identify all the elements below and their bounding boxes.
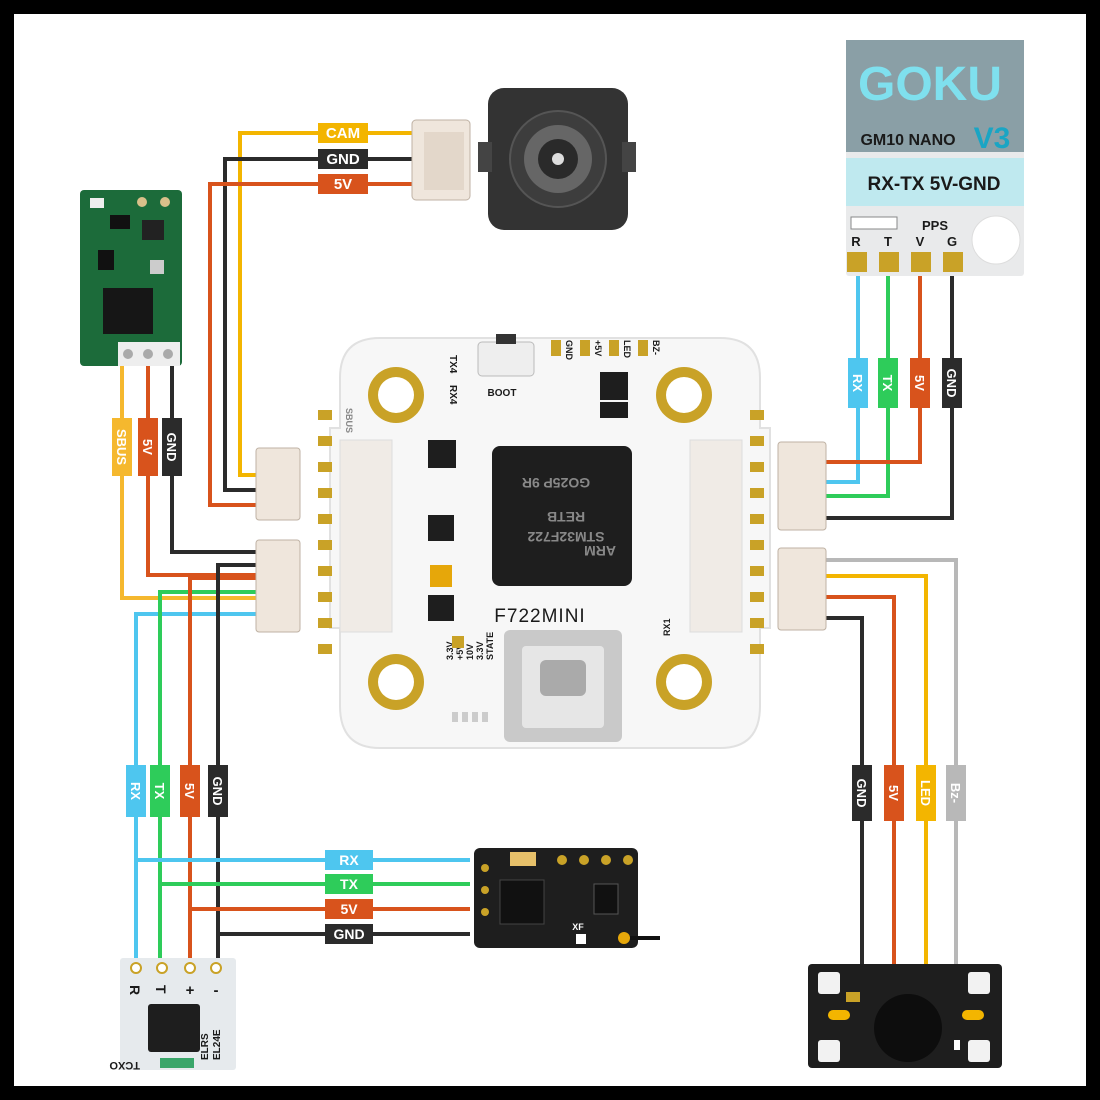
pad-led: LED	[622, 340, 632, 359]
rx-xf-label: XF	[572, 922, 584, 932]
elrs-pin-minus: -	[214, 982, 219, 999]
gps-pin-r: R	[851, 234, 861, 249]
gps-brand: GOKU	[858, 58, 1002, 111]
gps-5v-wire	[826, 272, 922, 464]
elrs-chip-2: EL24E	[212, 1029, 223, 1060]
cam-label: CAM	[326, 125, 360, 142]
flight-controller: ARM STM32F722 RETB GO25P 9R BOOT TX4 RX4…	[318, 334, 771, 749]
elrs-chip-1: ELRS	[200, 1033, 211, 1060]
mcu-line-2: STM32F722	[527, 529, 604, 545]
camera-module	[478, 88, 636, 230]
buzzer-wires	[826, 558, 958, 985]
buzzer-bz-wire	[826, 558, 958, 985]
pad-gnd: GND	[564, 340, 574, 361]
right-rx-horizontal-wires	[136, 858, 470, 936]
pwr-33v-b: 3.3V	[475, 641, 485, 660]
pad-5v: +5V	[593, 340, 603, 356]
elrs-wire-labels: RX TX 5V GND	[126, 765, 228, 817]
rx-5v-label: 5V	[140, 439, 155, 455]
buzzer-led-label: LED	[918, 780, 933, 806]
rx-module-right: XF	[474, 848, 660, 948]
buzzer-bz-label: Bz-	[948, 783, 963, 803]
buzzer-wire-labels: GND 5V LED Bz-	[852, 765, 966, 821]
rx4-label: RX4	[447, 385, 458, 405]
buzzer-5v-label: 5V	[886, 785, 901, 801]
gps-tx-wire	[826, 272, 890, 498]
mcu-line-4: GO25P 9R	[522, 475, 590, 491]
gps-tx-label: TX	[880, 375, 895, 392]
rx-gnd-wire	[170, 360, 262, 554]
cam-5v-label: 5V	[334, 176, 352, 193]
rrx-rx-label: RX	[339, 852, 359, 868]
fc-left-connectors	[255, 447, 301, 633]
pwr-state: STATE	[485, 632, 495, 660]
boot-label: BOOT	[488, 388, 517, 399]
gps-model: GM10 NANO	[860, 132, 955, 149]
gps-gnd-label: GND	[944, 369, 959, 398]
gps-version: V3	[974, 122, 1011, 155]
left-receiver	[80, 190, 182, 366]
elrs-vertical-wires	[134, 563, 262, 962]
rx-gnd-label: GND	[164, 433, 179, 462]
sbus-side-label: SBUS	[344, 408, 354, 433]
camera-wire-labels: CAM GND 5V	[318, 123, 368, 194]
elrs-gnd-label: GND	[210, 777, 225, 806]
gps-wires	[826, 272, 954, 520]
buzzer-gnd-label: GND	[854, 779, 869, 808]
cam-gnd-label: GND	[326, 151, 360, 168]
gps-pin-v: V	[916, 234, 925, 249]
elrs-tx-label: TX	[152, 783, 167, 800]
pwr-10v: 10V	[465, 644, 475, 660]
buzzer-led-wire	[826, 574, 928, 985]
elrs-tcxo: TCXO	[109, 1059, 140, 1071]
pwr-5v: +5V	[455, 644, 465, 660]
gps-pps: PPS	[922, 218, 948, 233]
gps-pinout: RX-TX 5V-GND	[867, 174, 1000, 195]
elrs-module: R T + - ELRS EL24E TCXO	[109, 958, 236, 1071]
elrs-5v-wire	[188, 576, 262, 962]
fc-name: F722MINI	[494, 606, 585, 627]
rrx-tx-label: TX	[340, 876, 359, 892]
elrs-pin-r: R	[127, 985, 143, 995]
gps-pin-g: G	[947, 234, 957, 249]
mcu-text: ARM STM32F722 RETB GO25P 9R	[522, 475, 616, 559]
gps-wire-labels: RX TX 5V GND	[848, 358, 962, 408]
right-rx-wire-labels: RX TX 5V GND	[325, 850, 373, 944]
rrx-5v-label: 5V	[340, 901, 358, 917]
mcu-line-3: RETB	[547, 509, 585, 525]
elrs-5v-label: 5V	[182, 783, 197, 799]
elrs-rx-label: RX	[128, 782, 143, 800]
gps-gnd-wire	[826, 272, 954, 520]
pad-bz: BZ-	[651, 340, 661, 355]
gps-rx-wire	[826, 272, 860, 484]
gps-pin-t: T	[884, 234, 892, 249]
rrx-gnd-label: GND	[333, 926, 364, 942]
rx1-label: RX1	[662, 618, 672, 636]
elrs-pin-t: T	[153, 985, 169, 994]
cam-5v-wire	[208, 182, 420, 507]
gps-rx-label: RX	[850, 374, 865, 392]
buzzer-led-board	[808, 964, 1002, 1068]
camera-connector	[411, 119, 471, 201]
elrs-tx-wire	[158, 590, 262, 962]
buzzer-gnd-wire	[826, 616, 864, 985]
buzzer-5v-wire	[826, 595, 896, 985]
fc-right-connectors	[777, 441, 827, 631]
sbus-label: SBUS	[114, 429, 129, 465]
mcu-line-1: ARM	[584, 543, 616, 559]
pwr-33v-a: 3.3V	[445, 641, 455, 660]
tx4-label: TX4	[447, 355, 458, 374]
elrs-pin-plus: +	[186, 982, 195, 999]
gps-module: GOKU GM10 NANO V3 RX-TX 5V-GND PPS R T V…	[846, 40, 1024, 276]
left-receiver-wire-labels: SBUS 5V GND	[112, 418, 182, 476]
gps-5v-label: 5V	[912, 375, 927, 391]
elrs-gnd-wire	[216, 563, 262, 962]
